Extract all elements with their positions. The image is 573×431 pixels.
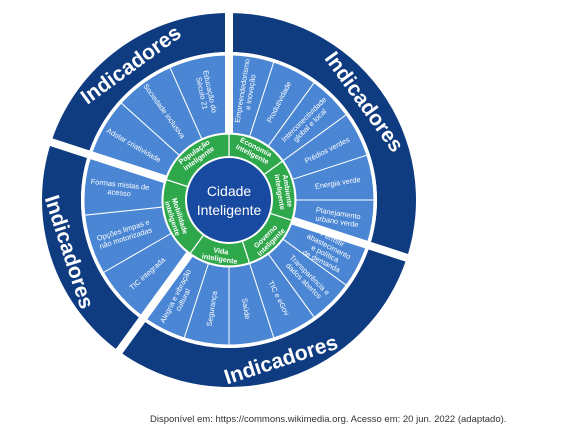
quadrant-divider: [48, 137, 167, 184]
indicator-label-formas-mistas-de-acesso: acesso: [107, 187, 131, 198]
dimension-label-vida-inteligente: Vida: [213, 245, 230, 256]
center-title-line2: Inteligente: [197, 202, 262, 218]
quadrant-divider: [291, 216, 410, 263]
quadrant-dividers: [48, 11, 410, 356]
smart-city-wheel-diagram: IndicadoresIndicadoresIndicadoresIndicad…: [42, 11, 416, 387]
outer-sector-1: [119, 245, 407, 387]
outer-sector-0: [229, 13, 416, 258]
indicator-sector-ring: [83, 54, 375, 346]
indicator-label-saude: Saúde: [240, 297, 252, 320]
source-caption: Disponível em: https://commons.wikimedia…: [150, 414, 507, 425]
ring-separator: [81, 52, 377, 348]
indicator-label-saude-group: Saúde: [240, 297, 252, 320]
dimension-ring: [162, 133, 296, 267]
center-circle: [185, 156, 273, 244]
center-title-line1: Cidade: [207, 183, 252, 199]
outer-indicator-ring: [42, 13, 416, 387]
outer-sector-3: [51, 13, 229, 155]
quadrant-divider: [114, 251, 193, 356]
outer-sector-2: [42, 142, 143, 352]
